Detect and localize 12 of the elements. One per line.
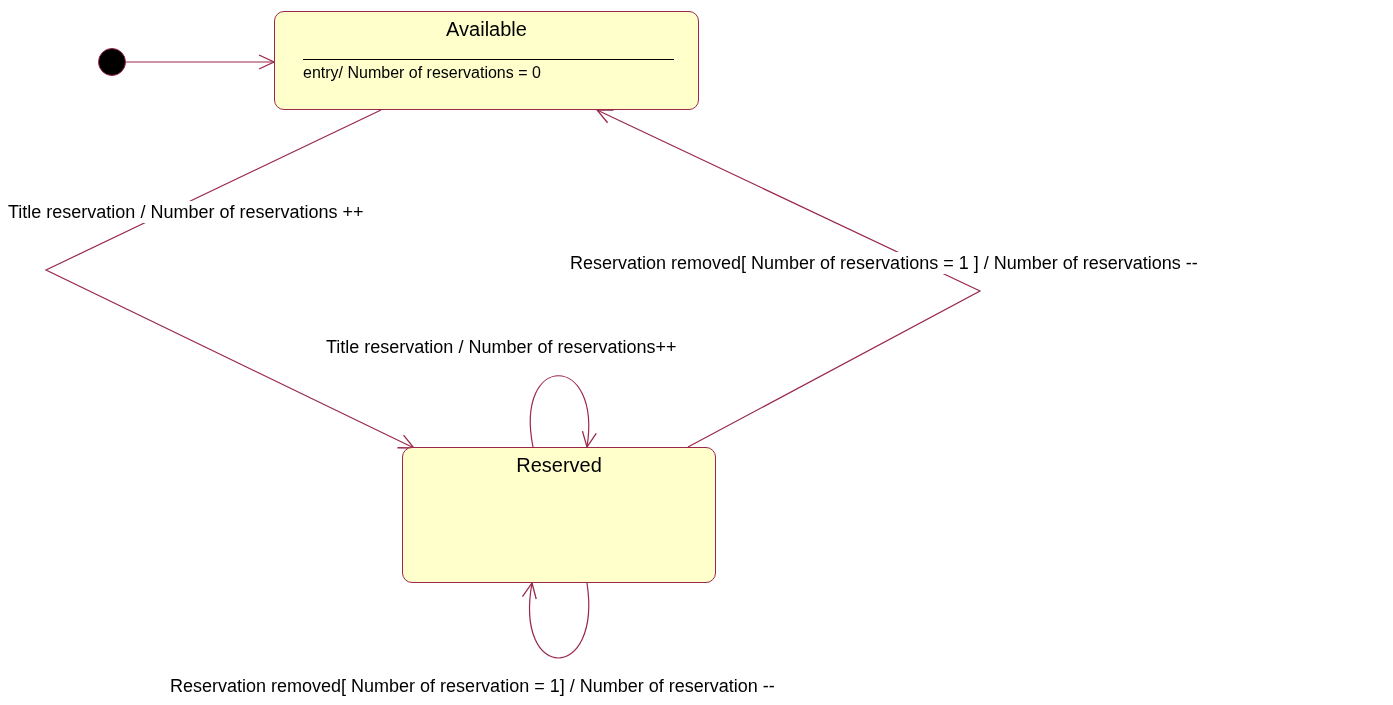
entry-action: entry/ Number of reservations = 0 bbox=[303, 63, 542, 83]
state-name: Available bbox=[445, 17, 528, 42]
state-name: Reserved bbox=[515, 453, 603, 478]
state-box bbox=[402, 447, 716, 583]
self-transition-arrow bbox=[529, 375, 596, 448]
transition-arrow bbox=[44, 109, 415, 449]
transition-arrow bbox=[596, 109, 982, 448]
transition-label: Reservation removed[ Number of reservations = 1 ] / Number of reservations -- bbox=[570, 252, 1198, 274]
transition-arrow bbox=[125, 54, 275, 70]
transition-label: Title reservation / Number of reservations ++ bbox=[8, 201, 364, 223]
state-box bbox=[274, 11, 699, 110]
self-transition-arrow bbox=[522, 582, 590, 659]
